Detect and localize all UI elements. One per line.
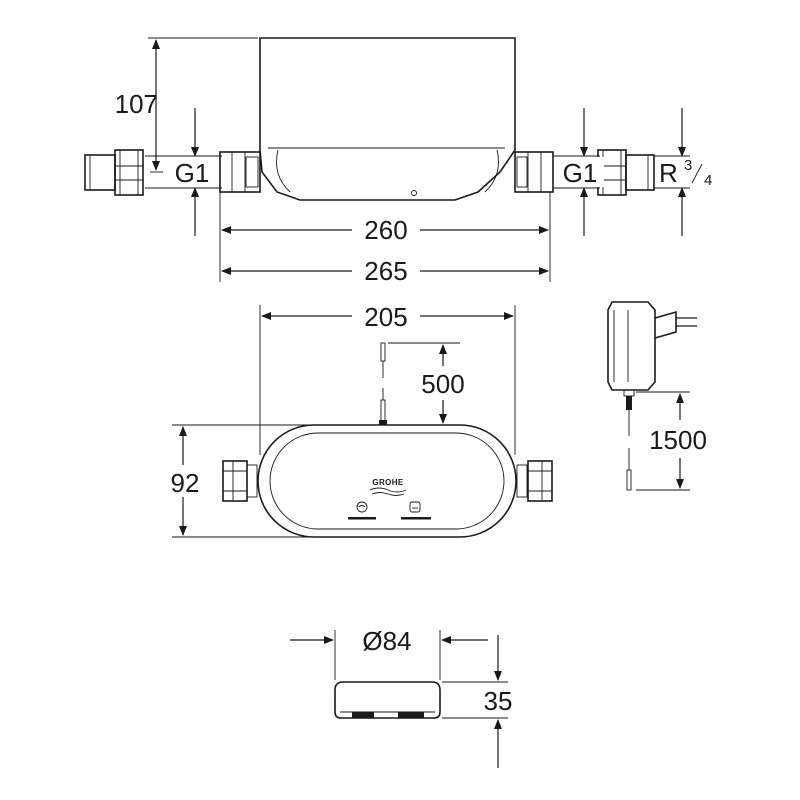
- side-view: 107 G1 G1 R 3: [84, 37, 716, 286]
- thread-left-label: G1: [175, 158, 210, 188]
- water-indicator: [401, 501, 431, 520]
- top-view: 205 GROHE: [171, 302, 553, 538]
- adapter-cable: [626, 396, 632, 491]
- left-fitting-top: [222, 460, 258, 502]
- length-outer-label: 265: [364, 256, 407, 286]
- height-label: 107: [115, 89, 158, 119]
- connector-label: R: [659, 158, 678, 188]
- connector-sub: 4: [704, 172, 712, 189]
- dimension-length-260: 260: [219, 192, 551, 282]
- sensor-cable: [379, 342, 387, 425]
- dimension-cable-500: 500: [388, 342, 465, 426]
- dimension-height-35: 35: [442, 635, 512, 768]
- dimension-length-265: 265: [221, 256, 549, 286]
- connector-sup: 3: [684, 157, 692, 174]
- thread-right-label: G1: [563, 158, 598, 188]
- depth-label: 92: [171, 468, 200, 498]
- water-sensor: Ø84 35: [290, 626, 512, 768]
- wifi-icon: [356, 501, 368, 513]
- length-inner-label: 260: [364, 215, 407, 245]
- water-shutoff-icon: [409, 501, 421, 513]
- brand-name: GROHE: [372, 478, 404, 487]
- adapter-cable-label: 1500: [649, 425, 707, 455]
- dimension-connector-r34: R 3 4: [654, 108, 716, 236]
- valve-housing: [259, 37, 516, 201]
- sensor-puck: [334, 681, 441, 719]
- right-fitting-top: [516, 460, 553, 502]
- dimension-cable-1500: 1500: [636, 391, 707, 491]
- brand-logo: GROHE: [369, 478, 407, 496]
- dimension-thread-left: G1: [145, 108, 222, 236]
- power-adapter: 1500: [607, 301, 707, 491]
- left-connector: [84, 149, 144, 196]
- dimension-diameter-84: Ø84: [290, 626, 488, 680]
- dimension-thread-right: G1: [553, 108, 604, 236]
- right-connector: [597, 149, 655, 196]
- dimension-width-205: 205: [259, 302, 516, 455]
- left-fitting: [219, 151, 261, 193]
- cable-length-label: 500: [421, 369, 464, 399]
- dimension-depth-92: 92: [171, 424, 385, 538]
- diameter-label: Ø84: [362, 626, 411, 656]
- dimension-height-107: 107: [115, 37, 258, 173]
- right-fitting: [514, 151, 554, 193]
- sensor-height-label: 35: [484, 686, 513, 716]
- width-label: 205: [364, 302, 407, 332]
- wifi-indicator: [348, 501, 376, 520]
- plug-icon: [607, 301, 697, 397]
